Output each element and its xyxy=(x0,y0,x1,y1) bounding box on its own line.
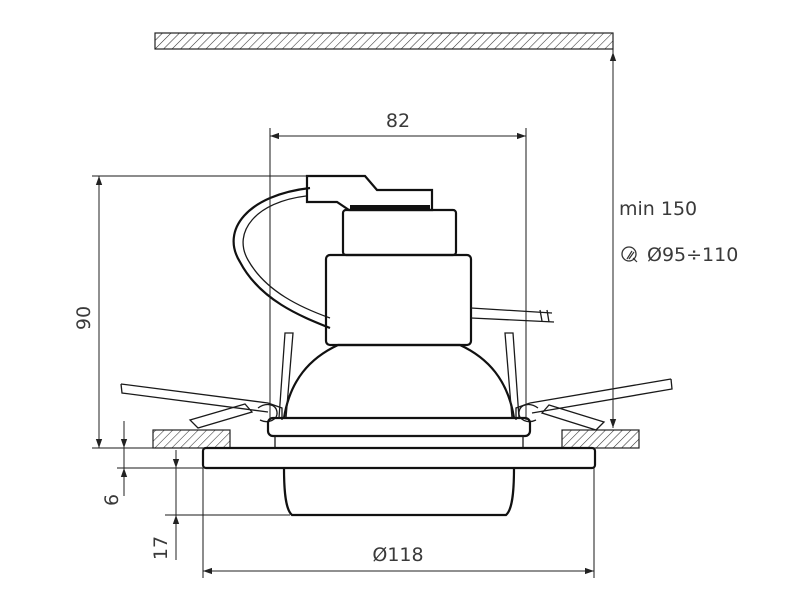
spring-clip-left xyxy=(120,383,283,429)
power-cable xyxy=(232,186,331,330)
hole-saw-icon xyxy=(621,246,638,263)
dimension-height-label: 90 xyxy=(73,306,95,330)
lens-bowl xyxy=(282,467,516,517)
spring-clip-right xyxy=(515,378,673,431)
reflector-dome xyxy=(282,343,516,419)
dimension-flange-thickness: 6 xyxy=(101,421,128,506)
front-flange xyxy=(201,446,597,470)
dimension-width: 82 xyxy=(270,110,526,140)
dimension-protrusion: 17 xyxy=(150,450,180,560)
connector-block xyxy=(305,174,434,212)
lamp-holder xyxy=(324,208,473,347)
dimension-flange-thickness-label: 6 xyxy=(101,494,123,506)
dimension-ceiling-clearance: min 150 xyxy=(609,52,697,428)
dimension-protrusion-label: 17 xyxy=(150,536,172,560)
cutout-diameter-label: Ø95÷110 xyxy=(647,244,738,266)
dimension-height: 90 xyxy=(73,176,103,448)
ceiling-panel-left xyxy=(152,429,231,449)
dimension-diameter-label: Ø118 xyxy=(372,544,423,566)
cutout-annotation: Ø95÷110 xyxy=(621,244,738,266)
dimension-ceiling-clearance-label: min 150 xyxy=(619,198,697,220)
extension-lines xyxy=(92,49,614,578)
ceiling-panel-right xyxy=(561,429,640,449)
ceiling-slab xyxy=(154,32,614,50)
trim-ring xyxy=(266,416,532,449)
dimension-width-label: 82 xyxy=(386,110,410,132)
dimension-diameter: Ø118 xyxy=(203,544,594,575)
side-wires xyxy=(470,307,555,323)
